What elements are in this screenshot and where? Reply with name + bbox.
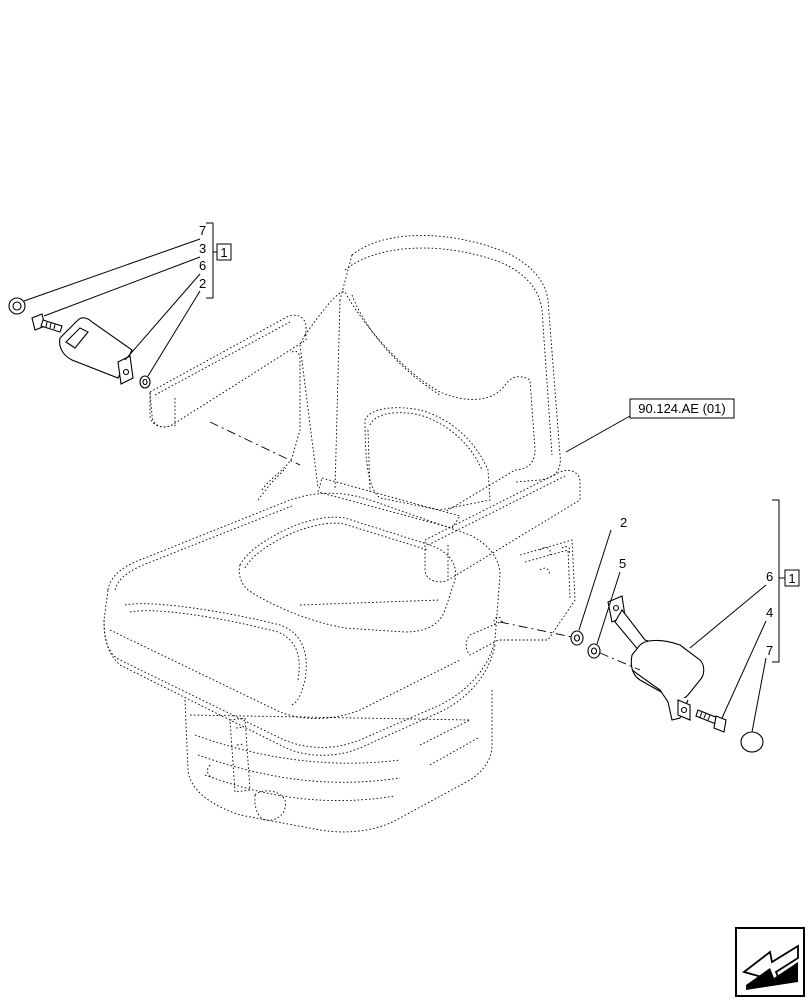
right-washer-2 xyxy=(570,630,584,646)
left-bolt xyxy=(31,313,63,333)
right-group-label: 1 xyxy=(788,571,795,586)
right-cap xyxy=(740,731,764,753)
right-callout-7: 7 xyxy=(766,643,773,658)
callout-2-right: 2 xyxy=(620,515,627,530)
left-washer xyxy=(139,375,151,389)
left-callout-2: 2 xyxy=(199,276,206,291)
right-armrest xyxy=(424,470,581,583)
right-callout-4: 4 xyxy=(766,605,773,620)
left-callout-6: 6 xyxy=(199,258,206,273)
right-buckle xyxy=(607,595,705,721)
left-buckle xyxy=(59,317,134,385)
next-page-arrow-icon[interactable] xyxy=(735,927,805,997)
right-bolt xyxy=(695,709,727,733)
reference-label: 90.124.AE (01) xyxy=(638,401,725,416)
right-washer-5 xyxy=(587,643,601,659)
left-armrest xyxy=(149,314,307,428)
left-callout-7: 7 xyxy=(199,223,206,238)
left-group-label: 1 xyxy=(220,245,227,260)
left-callout-3: 3 xyxy=(199,241,206,256)
right-callout-6: 6 xyxy=(766,569,773,584)
callout-5-right: 5 xyxy=(619,556,626,571)
left-nut-cap xyxy=(8,297,26,315)
operator-seat xyxy=(103,235,576,833)
